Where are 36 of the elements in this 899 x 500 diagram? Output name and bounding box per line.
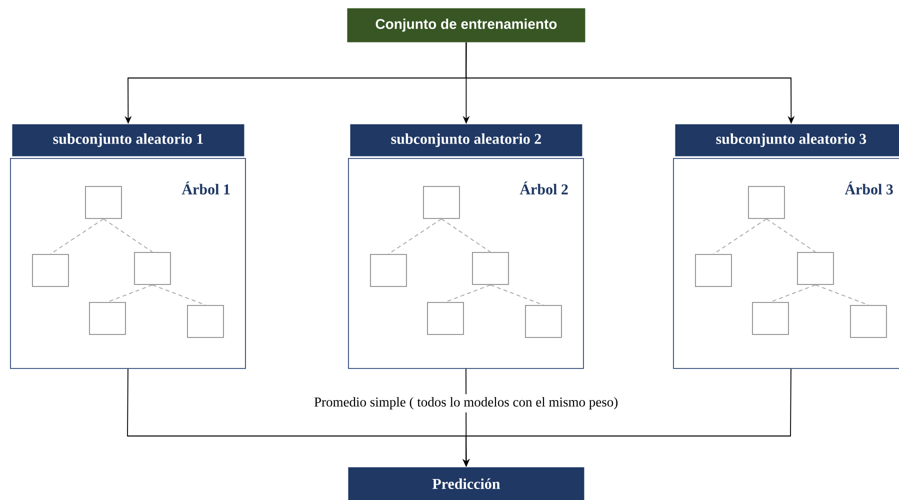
edge-label: Promedio simple ( todos lo modelos con el mismo peso) — [311, 394, 622, 412]
dashed-connector — [107, 284, 153, 302]
subset-header: subconjunto aleatorio 3 — [675, 124, 899, 156]
dashed-connector — [103, 218, 153, 252]
tree-node-box — [748, 186, 785, 219]
tree-panel: Árbol 1 — [10, 158, 246, 369]
dashed-connector — [50, 218, 104, 254]
tree-node-box — [752, 302, 789, 335]
tree-node-box — [423, 186, 460, 219]
subset-header: subconjunto aleatorio 1 — [12, 124, 244, 156]
tree-node-box — [85, 186, 122, 219]
tree-node-box — [89, 302, 126, 335]
tree-node-box — [134, 252, 171, 285]
tree-node-box — [32, 254, 69, 287]
dashed-connector — [445, 284, 491, 302]
tree-node-box — [427, 302, 464, 335]
dashed-connector — [815, 284, 869, 306]
dashed-connector — [152, 284, 206, 306]
tree-panel: Árbol 2 — [348, 158, 584, 369]
tree-node-box — [797, 252, 834, 285]
dashed-connector — [441, 218, 491, 252]
tree-node-box — [525, 305, 562, 338]
subset-header: subconjunto aleatorio 2 — [350, 124, 582, 156]
tree-node-box — [695, 254, 732, 287]
dashed-connector — [388, 218, 442, 254]
dashed-connector — [766, 218, 816, 252]
dashed-connector — [713, 218, 767, 254]
tree-node-box — [850, 305, 887, 338]
training-set-box: Conjunto de entrenamiento — [347, 8, 586, 42]
dashed-connector — [770, 284, 816, 302]
prediction-box: Predicción — [348, 467, 584, 500]
tree-panel: Árbol 3 — [673, 158, 899, 369]
tree-node-box — [472, 252, 509, 285]
tree-node-box — [187, 305, 224, 338]
tree-node-box — [370, 254, 407, 287]
dashed-connector — [490, 284, 544, 306]
